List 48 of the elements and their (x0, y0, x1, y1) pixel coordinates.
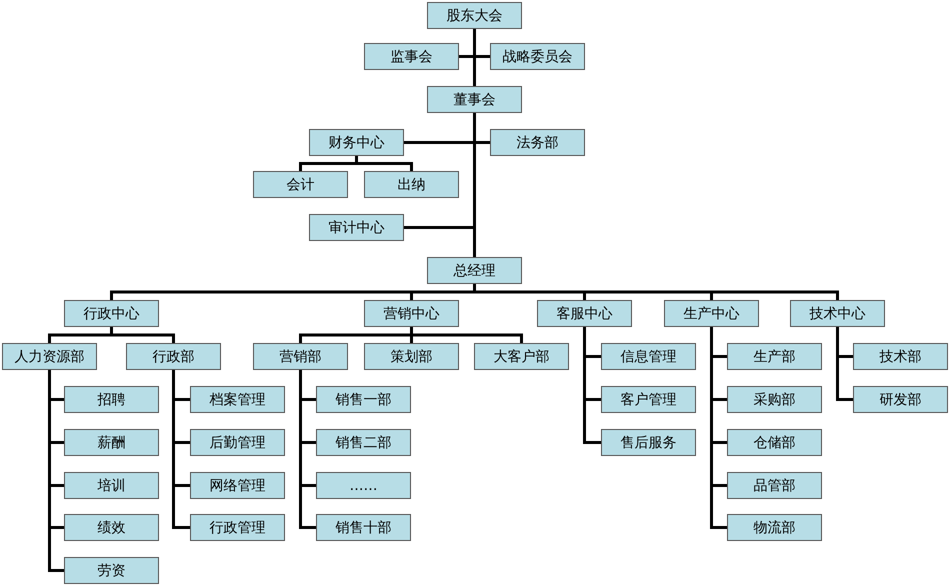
connector-line (355, 156, 413, 171)
org-box: 策划部 (364, 343, 459, 370)
org-box: 监事会 (364, 43, 459, 70)
org-box: 营销中心 (364, 300, 459, 327)
org-box: 总经理 (427, 257, 522, 284)
connector-line (710, 327, 727, 529)
org-box: 仓储部 (727, 429, 822, 456)
org-box: 战略委员会 (490, 43, 585, 70)
org-box: 采购部 (727, 386, 822, 413)
org-box: 董事会 (427, 86, 522, 113)
org-box: 销售二部 (316, 429, 411, 456)
org-box: 行政部 (126, 343, 221, 370)
org-box: 大客户部 (474, 343, 569, 370)
org-box: 客服中心 (537, 300, 632, 327)
org-box: 人力资源部 (2, 343, 97, 370)
org-box: 销售十部 (316, 514, 411, 541)
org-box: 薪酬 (64, 429, 159, 456)
org-box: 财务中心 (309, 129, 404, 156)
org-box: 劳资 (64, 557, 159, 584)
org-box: 生产部 (727, 343, 822, 370)
org-box: 会计 (253, 171, 348, 198)
org-box: 物流部 (727, 514, 822, 541)
org-box: 档案管理 (190, 386, 285, 413)
org-box: 行政管理 (190, 514, 285, 541)
org-box: 绩效 (64, 514, 159, 541)
org-box: 营销部 (253, 343, 348, 370)
org-box: 后勤管理 (190, 429, 285, 456)
org-box: 行政中心 (64, 300, 159, 327)
org-box: 生产中心 (664, 300, 759, 327)
org-box: 技术中心 (790, 300, 885, 327)
org-box: 研发部 (853, 386, 948, 413)
connector-line (110, 327, 175, 343)
org-box: 股东大会 (427, 2, 522, 29)
org-box: 培训 (64, 472, 159, 499)
connector-line (410, 327, 523, 343)
org-box: 客户管理 (601, 386, 696, 413)
connector-line (473, 284, 839, 300)
org-box: 招聘 (64, 386, 159, 413)
org-box: …… (316, 472, 411, 499)
org-box: 网络管理 (190, 472, 285, 499)
org-box: 品管部 (727, 472, 822, 499)
org-box: 售后服务 (601, 429, 696, 456)
org-box: 法务部 (490, 129, 585, 156)
org-box: 技术部 (853, 343, 948, 370)
org-box: 销售一部 (316, 386, 411, 413)
org-box: 出纳 (364, 171, 459, 198)
org-box: 信息管理 (601, 343, 696, 370)
org-box: 审计中心 (309, 214, 404, 241)
